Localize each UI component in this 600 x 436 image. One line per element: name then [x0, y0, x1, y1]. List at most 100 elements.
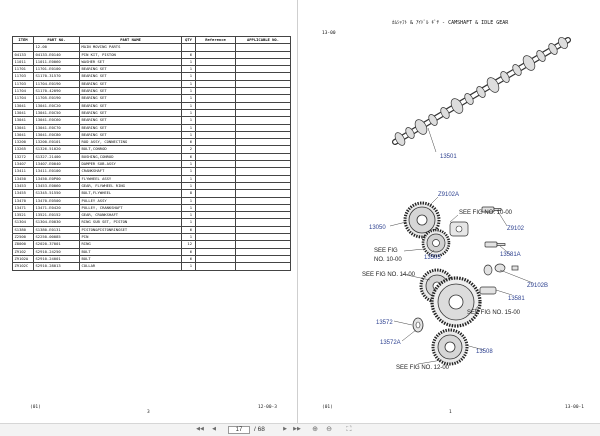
table-header-row: ITEM PART NO. PART NAME QTY Reference AP… — [12, 35, 291, 45]
cell-item: Z9102 — [12, 247, 34, 256]
cell-qty: 1 — [181, 218, 196, 227]
cell-part-name: GEAR, FLYWHEEL RING — [79, 181, 182, 191]
cell-applicable-no — [235, 181, 291, 191]
cell-applicable-no — [235, 232, 291, 242]
idle-gear-drawing — [419, 268, 482, 328]
cell-applicable-no — [235, 262, 291, 271]
cell-item: 13041 — [12, 101, 34, 110]
cell-part-no: 13041-E0C20 — [33, 101, 80, 110]
last-page-icon[interactable]: ▶▶ — [293, 426, 301, 432]
cell-applicable-no — [235, 79, 291, 89]
cell-reference — [195, 167, 236, 176]
cell-part-no: S1326-51020 — [33, 145, 80, 154]
cell-item: 13265 — [12, 145, 34, 154]
cell-item: 13272 — [12, 152, 34, 162]
cell-part-name: BEARING SET — [79, 101, 182, 110]
cell-item: 13041 — [12, 130, 34, 140]
cell-applicable-no — [235, 247, 291, 256]
cell-applicable-no — [235, 145, 291, 154]
cell-qty: 1 — [181, 65, 196, 74]
cell-applicable-no — [235, 94, 291, 103]
page-number-input[interactable]: 17 — [228, 425, 250, 434]
zoom-out-icon[interactable]: ⊖ — [326, 426, 332, 433]
cell-applicable-no — [235, 240, 291, 249]
cell-applicable-no — [235, 57, 291, 67]
cell-reference — [195, 108, 236, 118]
cell-part-no: S1345-51550 — [33, 189, 80, 198]
cell-qty: 1 — [181, 211, 196, 220]
right-footer-code: (01) — [322, 405, 333, 410]
cell-qty: 1 — [181, 108, 196, 118]
cell-qty: 1 — [181, 94, 196, 103]
previous-page-icon[interactable]: ◀ — [212, 426, 216, 432]
crank-gear-drawing — [412, 317, 469, 366]
cell-applicable-no — [235, 116, 291, 125]
cell-item: 13411 — [12, 167, 34, 176]
cell-part-name: BEARING SET — [79, 108, 182, 118]
see-fig-14-00: SEE FIG NO. 14-00 — [362, 272, 416, 278]
cell-reference — [195, 160, 236, 169]
cell-reference — [195, 123, 236, 132]
cell-part-no: 13521-E0152 — [33, 211, 80, 220]
cell-item: 11704 — [12, 87, 34, 96]
cell-qty: 12 — [181, 240, 196, 249]
next-page-icon[interactable]: ▶ — [283, 426, 287, 432]
cell-part-no: 13041-E0C70 — [33, 123, 80, 132]
first-page-icon[interactable]: ◀◀ — [196, 426, 204, 432]
see-fig-15-00: SEE FIG NO. 15-00 — [467, 310, 521, 316]
cell-applicable-no — [235, 65, 291, 74]
fullscreen-icon[interactable]: ⛶ — [346, 426, 352, 433]
cell-part-name: BEARING SET — [79, 123, 182, 132]
cell-item: 11704 — [12, 94, 34, 103]
cell-part-no: 12-00 — [33, 43, 80, 52]
cell-part-no: 13041-E0C50 — [33, 108, 80, 118]
cell-item: Z2500 — [12, 232, 34, 242]
label-13505: 13505 — [424, 255, 441, 261]
cell-qty: 1 — [181, 130, 196, 140]
parts-table: ITEM PART NO. PART NAME QTY Reference AP… — [12, 35, 291, 271]
cell-item: Z9102C — [12, 262, 34, 271]
cell-qty: 6 — [181, 254, 196, 264]
left-footer-page-number: 3 — [147, 410, 150, 415]
cell-qty: 8 — [181, 189, 196, 198]
cell-part-name: MAIN MOVING PARTS — [79, 43, 182, 52]
cell-reference — [195, 254, 236, 264]
cell-applicable-no — [235, 50, 291, 59]
cell-reference — [195, 130, 236, 140]
cell-qty: 6 — [181, 247, 196, 256]
cell-item: 11011 — [12, 57, 34, 67]
cell-part-no: S2910-24250 — [33, 247, 80, 256]
cell-qty: 6 — [181, 152, 196, 162]
cell-reference — [195, 101, 236, 110]
cell-applicable-no — [235, 101, 291, 110]
cell-applicable-no — [235, 189, 291, 198]
cell-part-no: S1304-E0030 — [33, 218, 80, 227]
viewer-toolbar: ◀◀ ◀ 17 / 68 ▶ ▶▶ ⊕ ⊖ ⛶ — [0, 423, 600, 436]
cell-qty: 1 — [181, 232, 196, 242]
cell-part-name: ROD ASSY, CONNECTING — [79, 138, 182, 147]
cell-applicable-no — [235, 203, 291, 213]
zoom-in-icon[interactable]: ⊕ — [312, 426, 318, 433]
cell-reference — [195, 174, 236, 183]
label-13572: 13572 — [376, 320, 393, 326]
cell-qty: 2 — [181, 145, 196, 154]
left-footer-section: 12-00-3 — [258, 405, 277, 410]
cell-part-name: RING — [79, 240, 182, 249]
cell-reference — [195, 79, 236, 89]
cell-qty: 1 — [181, 123, 196, 132]
cell-qty: 6 — [181, 50, 196, 59]
cell-applicable-no — [235, 167, 291, 176]
cam-gear-drawing — [403, 201, 469, 258]
cell-part-name: PIN KIT, PISTON — [79, 50, 182, 59]
